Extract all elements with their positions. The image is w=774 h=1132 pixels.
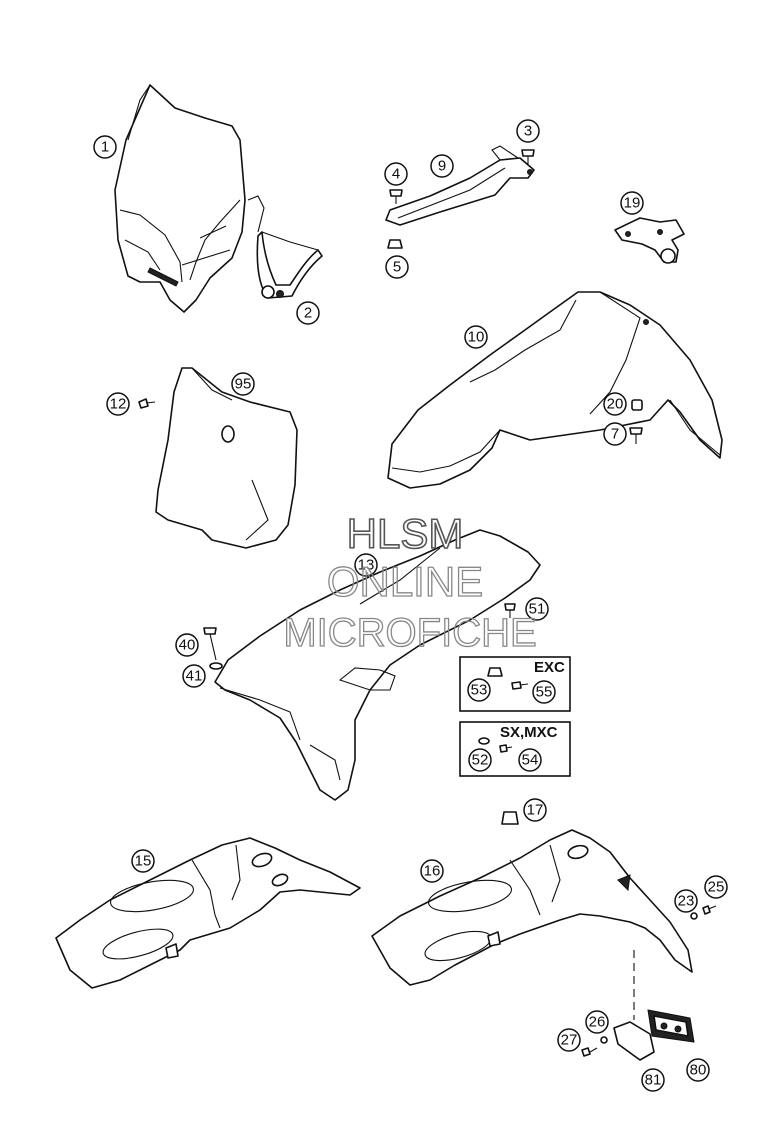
callout-19: 19 [620, 191, 644, 215]
front-fender-variant-b [371, 829, 693, 986]
callout-17: 17 [523, 798, 547, 822]
svg-text:53: 53 [471, 682, 488, 699]
callout-25: 25 [704, 875, 728, 899]
reflector-plate [613, 950, 695, 1061]
callout-51: 51 [525, 597, 549, 621]
callout-20: 20 [603, 392, 627, 416]
svg-text:15: 15 [135, 853, 152, 870]
callout-40: 40 [175, 633, 199, 657]
callout-10: 10 [464, 325, 488, 349]
svg-text:17: 17 [527, 802, 544, 819]
callout-53: 53 [467, 678, 491, 702]
svg-text:1: 1 [101, 139, 109, 156]
callout-27: 27 [557, 1028, 581, 1052]
callout-3: 3 [516, 119, 540, 143]
callout-41: 41 [182, 664, 206, 688]
callout-52: 52 [468, 748, 492, 772]
fork-guard [385, 145, 535, 226]
svg-text:95: 95 [235, 376, 252, 393]
svg-text:20: 20 [607, 396, 624, 413]
callout-95: 95 [231, 372, 255, 396]
callout-16: 16 [420, 859, 444, 883]
callout-4: 4 [384, 162, 408, 186]
callout-13: 13 [354, 553, 378, 577]
svg-text:26: 26 [589, 1014, 606, 1031]
svg-text:3: 3 [524, 123, 532, 140]
svg-text:52: 52 [472, 752, 489, 769]
callout-7: 7 [603, 422, 627, 446]
callout-9: 9 [430, 154, 454, 178]
front-number-plate [155, 367, 298, 549]
headlight-mask [114, 84, 265, 313]
front-fender-variant-a [55, 837, 361, 989]
rear-fender [214, 529, 541, 801]
callout-55: 55 [532, 680, 556, 704]
svg-text:23: 23 [678, 893, 695, 910]
callout-23: 23 [674, 889, 698, 913]
watermark-line-2: ONLINE [327, 558, 483, 605]
watermark: HLSM ONLINE MICROFICHE [283, 509, 538, 655]
callout-81: 81 [641, 1068, 665, 1092]
svg-text:7: 7 [611, 426, 619, 443]
callout-15: 15 [131, 849, 155, 873]
svg-text:80: 80 [690, 1062, 707, 1079]
svg-text:55: 55 [536, 684, 553, 701]
svg-text:2: 2 [304, 305, 312, 322]
svg-text:19: 19 [624, 195, 641, 212]
headlight-bracket [256, 231, 323, 299]
svg-text:25: 25 [708, 879, 725, 896]
svg-text:27: 27 [561, 1032, 578, 1049]
watermark-line-1: HLSM [347, 510, 464, 557]
screws-nuts-washers [138, 149, 717, 1057]
callout-54: 54 [518, 748, 542, 772]
front-fender [387, 291, 723, 489]
svg-text:9: 9 [438, 158, 446, 175]
svg-text:10: 10 [468, 329, 485, 346]
callout-1: 1 [93, 135, 117, 159]
variant-label-exc: EXC [534, 659, 565, 676]
variant-label-sx-mxc: SX,MXC [500, 724, 558, 741]
callout-80: 80 [686, 1058, 710, 1082]
callout-2: 2 [296, 301, 320, 325]
watermark-line-3: MICROFICHE [283, 611, 536, 655]
svg-text:13: 13 [358, 557, 375, 574]
svg-text:16: 16 [424, 863, 441, 880]
svg-text:81: 81 [645, 1072, 662, 1089]
callout-12: 12 [106, 392, 130, 416]
svg-text:5: 5 [393, 259, 401, 276]
svg-text:54: 54 [522, 752, 539, 769]
svg-text:4: 4 [392, 166, 400, 183]
svg-text:41: 41 [186, 668, 203, 685]
svg-text:51: 51 [529, 601, 546, 618]
callout-5: 5 [385, 255, 409, 279]
callout-26: 26 [585, 1010, 609, 1034]
mounting-bracket [614, 217, 685, 264]
variant-box-sx-mxc: SX,MXC [459, 721, 571, 777]
svg-text:12: 12 [110, 396, 127, 413]
svg-text:40: 40 [179, 637, 196, 654]
